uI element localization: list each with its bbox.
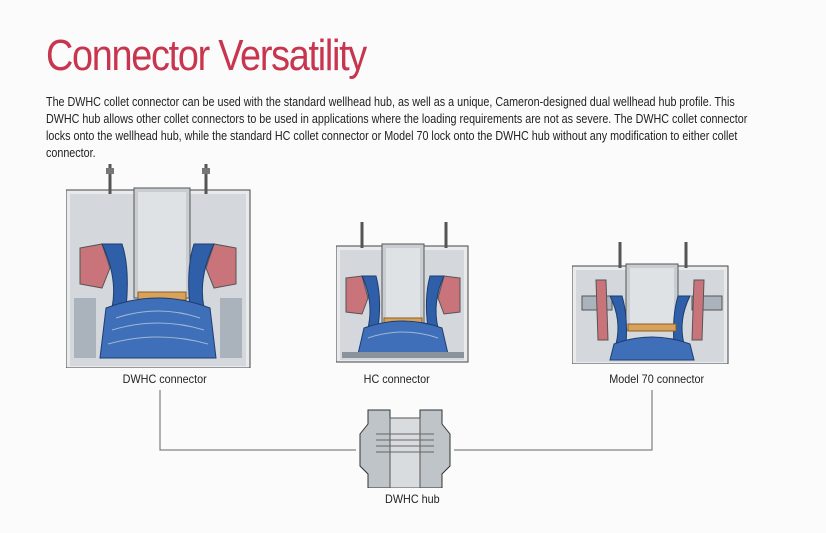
model70-connector-illustration: [572, 242, 729, 364]
intro-paragraph: The DWHC collet connector can be used wi…: [46, 95, 748, 160]
model70-connector-caption: Model 70 connector: [609, 372, 705, 386]
hc-connector-illustration: [336, 222, 469, 363]
dwhc-connector-illustration: [66, 164, 251, 368]
dwhc-hub-caption: DWHC hub: [385, 492, 440, 506]
dwhc-hub-illustration: [359, 409, 451, 488]
page-title: Connector Versatility: [46, 31, 367, 80]
hc-connector-caption: HC connector: [363, 372, 430, 386]
dwhc-connector-caption: DWHC connector: [122, 372, 207, 386]
